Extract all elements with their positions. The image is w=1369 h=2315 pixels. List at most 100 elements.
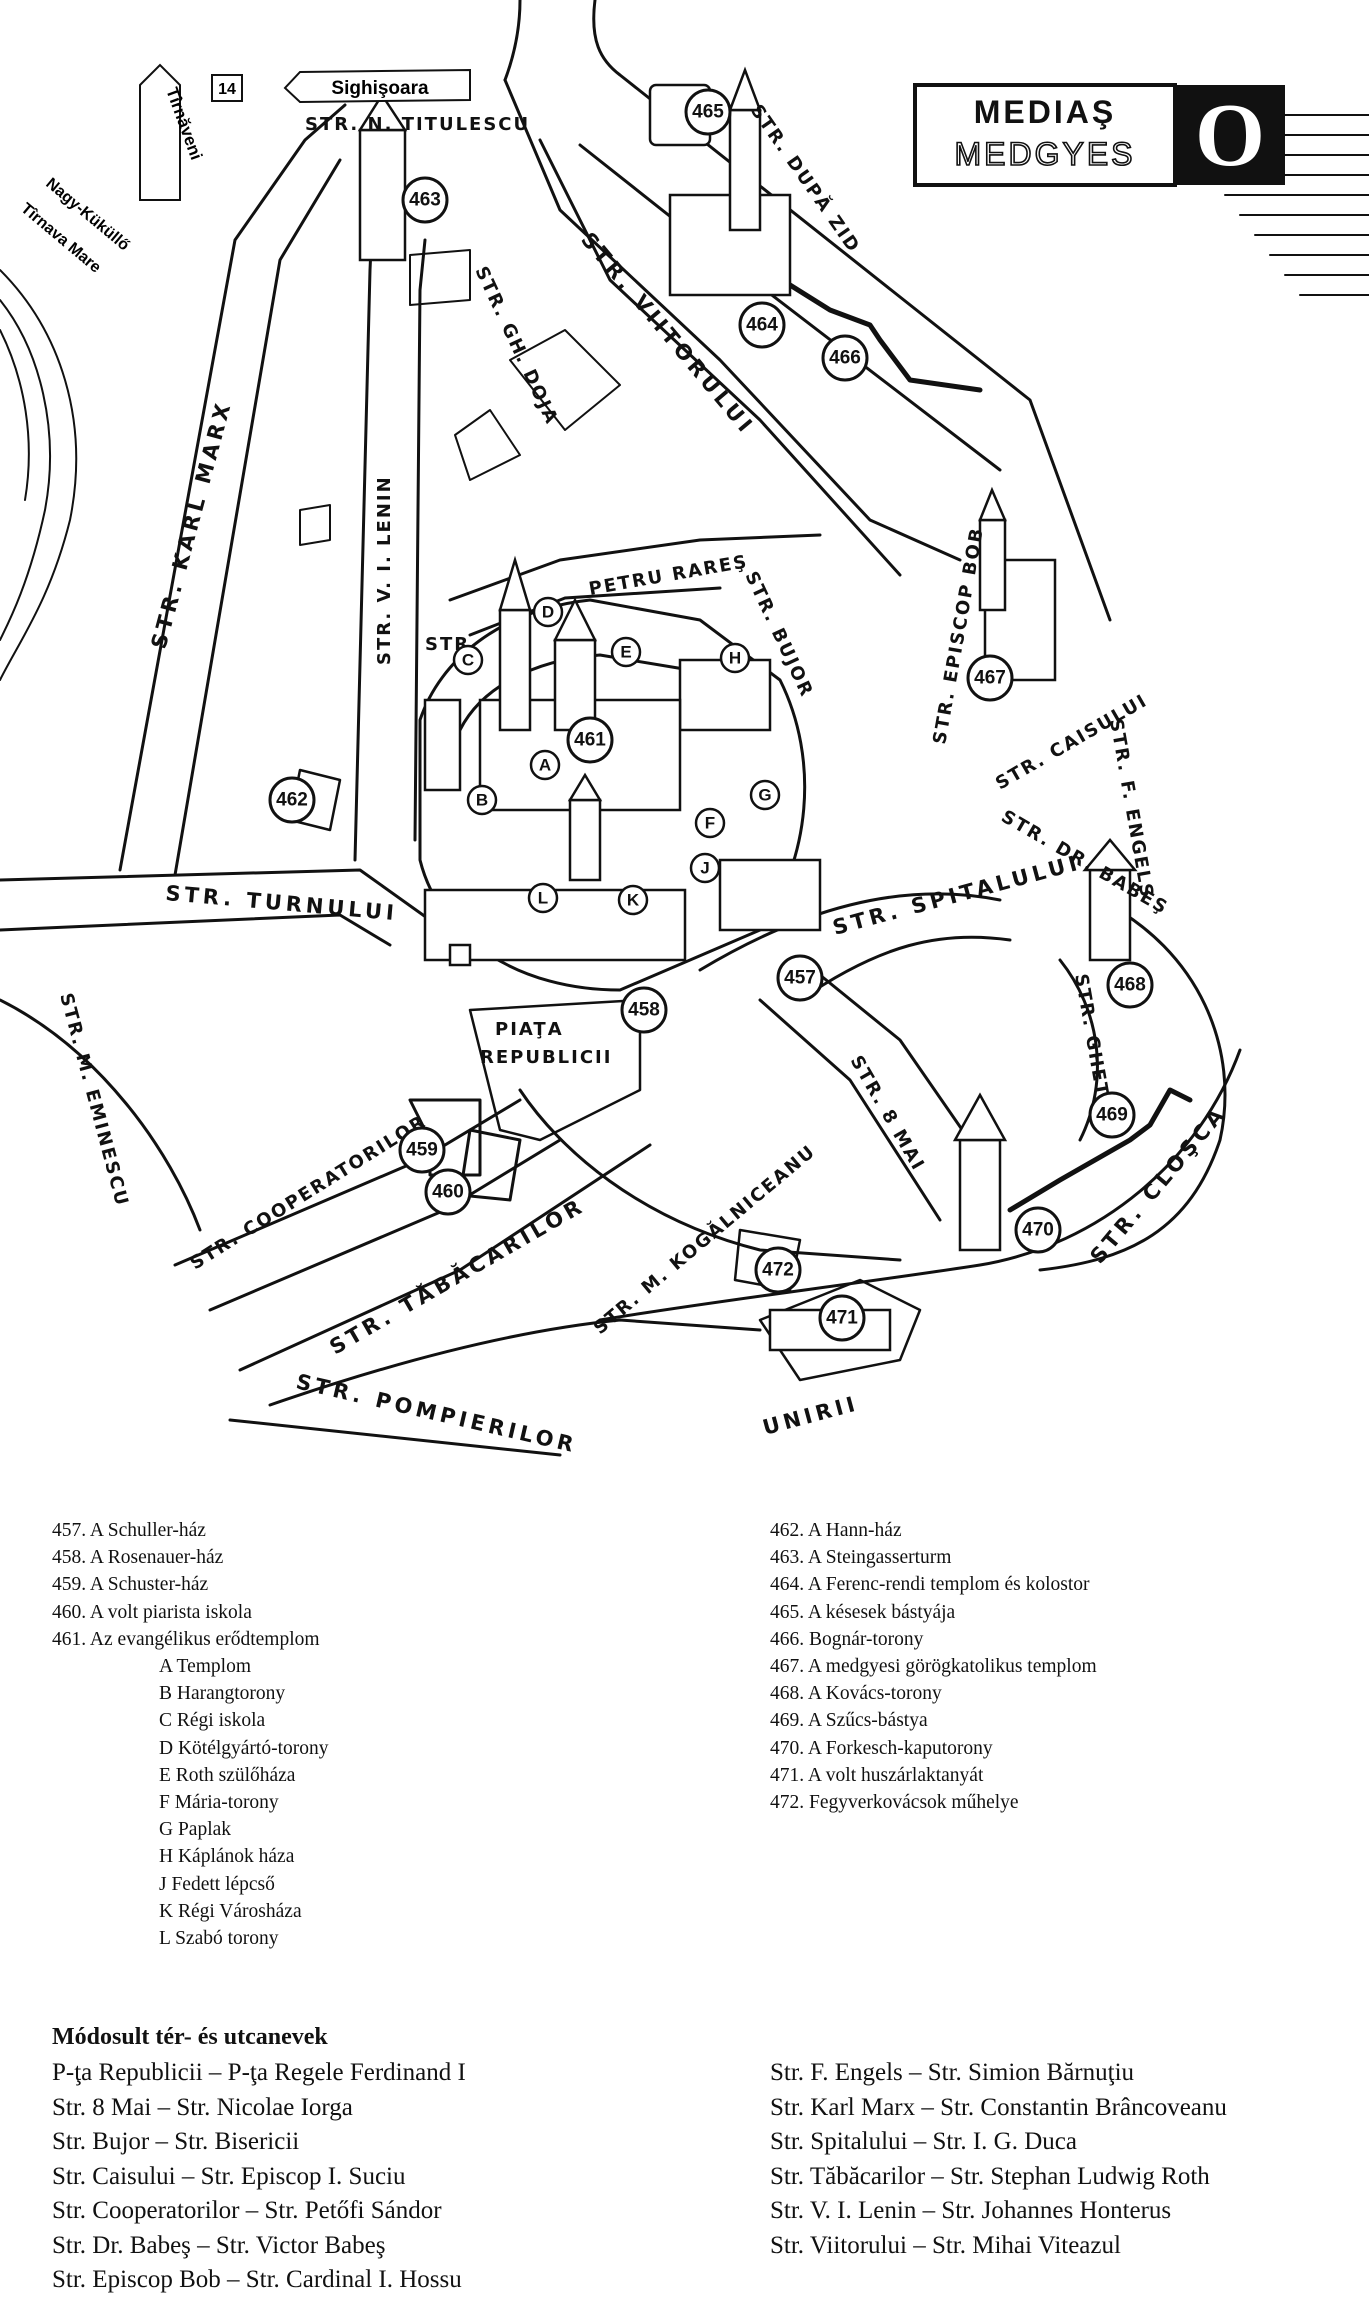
poi-marker-circle (424, 1168, 472, 1216)
legend-item: 457. A Schuller-ház (52, 1520, 206, 1541)
poi-letter-B: B (466, 784, 498, 816)
poi-letter-label: H (729, 649, 741, 668)
poi-marker-circle (566, 716, 614, 764)
legend-item: 467. A medgyesi görögkatolikus templom (770, 1656, 1097, 1678)
poi-marker-460: 460 (424, 1168, 472, 1216)
road-network (0, 0, 1369, 1457)
poi-marker-label: 458 (628, 1000, 660, 1021)
poi-letter-circle (694, 807, 726, 839)
poi-letter-G: G (749, 779, 781, 811)
poi-marker-circle (1106, 961, 1154, 1009)
poi-marker-circle (620, 986, 668, 1034)
renamed-item: Str. Viitorului – Str. Mihai Viteazul (770, 2231, 1121, 2259)
poi-marker-457: 457 (776, 954, 824, 1002)
legend-subitem: C Régi iskola (159, 1710, 266, 1732)
legend-item: 468. A Kovács-torony (770, 1683, 942, 1705)
poi-letter-K: K (617, 884, 649, 916)
poi-marker-label: 462 (276, 790, 308, 811)
poi-marker-circle (1014, 1206, 1062, 1254)
poi-marker-459: 459 (398, 1126, 446, 1174)
renamed-item: Str. 8 Mai – Str. Nicolae Iorga (52, 2093, 353, 2121)
legend-subitem: D Kötélgyártó-torony (159, 1737, 329, 1759)
street-karl-marx: STR. KARL MARX (147, 398, 236, 652)
poi-marker-465: 465 (684, 88, 732, 136)
building-sketches (357, 66, 1138, 1352)
poi-letter-L: L (527, 882, 559, 914)
legend-item: 458. A Rosenauer-ház (52, 1547, 224, 1569)
poi-marker-circle (754, 1246, 802, 1294)
poi-letter-circle (749, 779, 781, 811)
renamed-item: Str. Bujor – Str. Bisericii (52, 2128, 300, 2155)
poi-letter-circle (689, 852, 721, 884)
poi-marker-label: 470 (1022, 1220, 1054, 1241)
poi-marker-label: 461 (574, 730, 606, 751)
renamed-item: Str. Episcop Bob – Str. Cardinal I. Hoss… (52, 2266, 462, 2293)
legend-subitem: A Templom (159, 1656, 251, 1678)
poi-marker-label: 460 (432, 1182, 464, 1203)
street-tabacarilor: STR. TĂBĂCARILOR (325, 1192, 589, 1359)
street-spitalului: STR. SPITALULUI (830, 850, 1083, 939)
legend-subitem: B Harangtorony (159, 1683, 286, 1705)
poi-marker-circle (738, 301, 786, 349)
poi-letter-H: H (719, 642, 751, 674)
poi-marker-label: 469 (1096, 1105, 1128, 1126)
legend-item: 459. A Schuster-ház (52, 1574, 209, 1596)
poi-marker-label: 457 (784, 968, 816, 989)
poi-letter-label: K (627, 891, 640, 910)
poi-marker-circle (268, 776, 316, 824)
poi-marker-461: 461 (566, 716, 614, 764)
poi-letter-circle (452, 644, 484, 676)
legend-subitem: J Fedett lépcső (159, 1873, 275, 1895)
poi-letter-circle (617, 884, 649, 916)
poi-letter-circle (610, 636, 642, 668)
renamed-left: P-ţa Republicii – P-ţa Regele Ferdinand … (52, 2056, 466, 2298)
piata-label-1: PIAŢA (495, 1019, 564, 1040)
legend-subitem: L Szabó torony (159, 1928, 279, 1950)
poi-letter-label: G (758, 786, 771, 805)
city-map: MEDIAŞ MEDGYES O 14 Sighişoara Tîrnăveni… (0, 0, 1369, 1458)
legend-item: 471. A volt huszárlaktanyát (770, 1764, 984, 1786)
poi-letter-F: F (694, 807, 726, 839)
renamed-right: Str. F. Engels – Str. Simion Bărnuţiu St… (770, 2056, 1227, 2263)
renamed-item: Str. V. I. Lenin – Str. Johannes Honteru… (770, 2197, 1172, 2224)
poi-marker-circle (398, 1126, 446, 1174)
legend-subitem: G Paplak (159, 1819, 232, 1841)
poi-marker-circle (821, 334, 869, 382)
renamed-item: Str. Caisului – Str. Episcop I. Suciu (52, 2162, 406, 2190)
poi-marker-458: 458 (620, 986, 668, 1034)
renamed-item: Str. Spitalului – Str. I. G. Duca (770, 2128, 1077, 2155)
poi-marker-471: 471 (818, 1294, 866, 1342)
poi-markers: 4574584594604614624634644654664674684694… (268, 88, 1154, 1342)
legend-subitem: F Mária-torony (159, 1792, 279, 1814)
poi-letter-circle (466, 784, 498, 816)
piata-label-2: REPUBLICII (480, 1047, 612, 1068)
route-number: 14 (218, 81, 236, 98)
street-unirii: UNIRII (760, 1391, 861, 1440)
poi-letter-label: D (542, 603, 554, 622)
poi-marker-463: 463 (401, 176, 449, 224)
street-titulescu: STR. N. TITULESCU (305, 114, 530, 135)
poi-letter-circle (719, 642, 751, 674)
legend-subitem: H Káplánok háza (159, 1846, 295, 1868)
poi-letter-D: D (532, 596, 564, 628)
legend-subitem: E Roth szülőháza (159, 1764, 296, 1786)
poi-marker-label: 466 (829, 348, 861, 369)
renamed-streets-title: Módosult tér- és utcanevek (52, 2024, 328, 2050)
poi-marker-470: 470 (1014, 1206, 1062, 1254)
poi-marker-label: 465 (692, 102, 724, 123)
poi-marker-label: 467 (974, 668, 1006, 689)
poi-letter-circle (529, 749, 561, 781)
poi-marker-472: 472 (754, 1246, 802, 1294)
poi-letter-E: E (610, 636, 642, 668)
legend-item: 461. Az evangélikus erődtemplom (52, 1628, 320, 1650)
legend-item: 460. A volt piarista iskola (52, 1601, 252, 1623)
map-title-block: MEDIAŞ MEDGYES O (913, 83, 1285, 187)
poi-marker-label: 472 (762, 1260, 794, 1281)
map-canvas: MEDIAŞ MEDGYES O 14 Sighişoara Tîrnăveni… (0, 0, 1369, 1458)
poi-marker-466: 466 (821, 334, 869, 382)
street-lenin: STR. V. I. LENIN (374, 475, 395, 665)
renamed-item: P-ţa Republicii – P-ţa Regele Ferdinand … (52, 2059, 466, 2086)
poi-letter-label: F (705, 814, 715, 833)
street-cooperatorilor: STR. COOPERATORILOR (187, 1111, 431, 1274)
